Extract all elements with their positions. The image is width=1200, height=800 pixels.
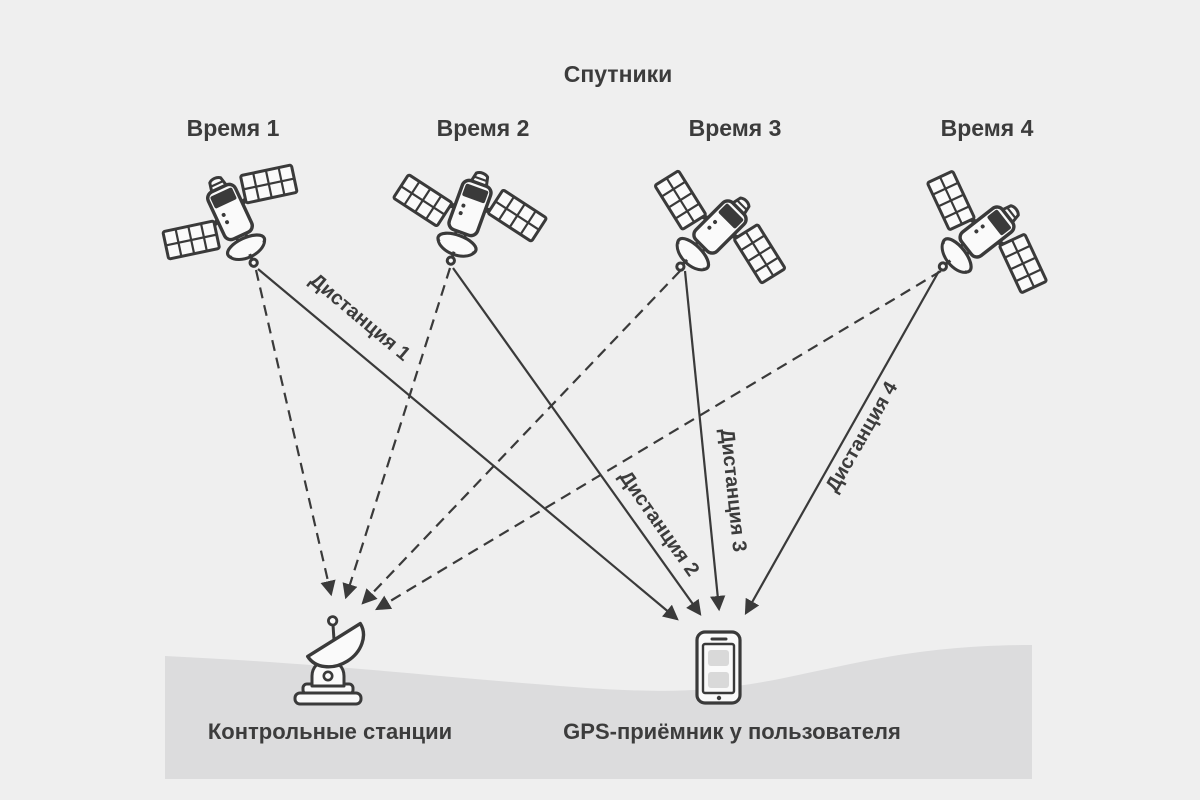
control-stations-label: Контрольные станции bbox=[208, 719, 452, 744]
satellite-time-label-4: Время 4 bbox=[941, 115, 1034, 141]
satellite-time-label-3: Время 3 bbox=[689, 115, 782, 141]
gps-receiver-label: GPS-приёмник у пользователя bbox=[563, 719, 901, 744]
signal-line-sat1-to-station bbox=[254, 269, 336, 597]
distance-line-2 bbox=[452, 267, 702, 616]
distance-line-4 bbox=[744, 270, 940, 616]
distance-line-1 bbox=[257, 268, 679, 621]
smartphone-icon bbox=[695, 630, 742, 705]
satellite-icon bbox=[379, 147, 554, 289]
distance-label-4: Дистанция 4 bbox=[821, 377, 902, 496]
distance-label-2: Дистанция 2 bbox=[614, 467, 703, 581]
satellite-icon bbox=[624, 147, 799, 322]
ground-band bbox=[165, 645, 1032, 779]
satellite-icon bbox=[146, 147, 324, 298]
satellite-icon bbox=[894, 150, 1063, 328]
signal-line-sat3-to-station bbox=[361, 270, 681, 605]
distance-label-1: Дистанция 1 bbox=[305, 269, 414, 365]
distance-line-3 bbox=[683, 270, 726, 612]
diagram-title: Спутники bbox=[564, 61, 673, 87]
satellite-time-label-1: Время 1 bbox=[187, 115, 280, 141]
satellite-time-label-2: Время 2 bbox=[437, 115, 530, 141]
distance-label-3: Дистанция 3 bbox=[716, 428, 751, 553]
signal-line-sat2-to-station bbox=[342, 267, 452, 600]
ground-station-dish-icon bbox=[293, 615, 366, 706]
signal-line-sat4-to-station bbox=[375, 270, 942, 611]
